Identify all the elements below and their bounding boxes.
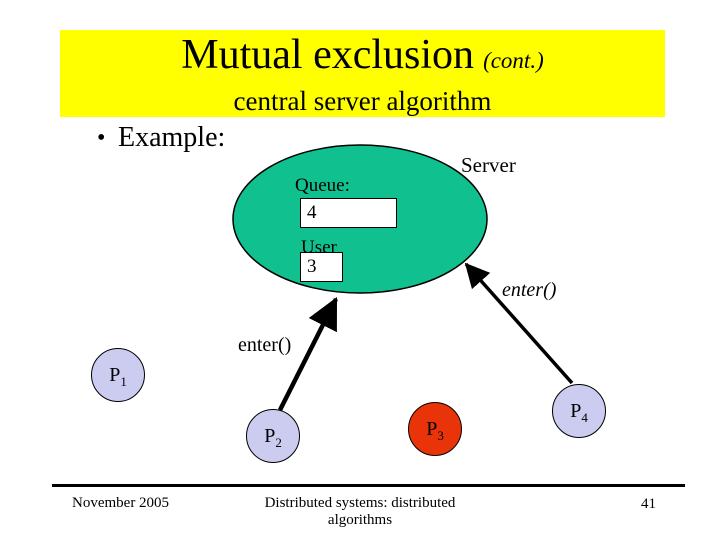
example-bullet-label: Example:	[118, 122, 226, 153]
slide-title-main: Mutual exclusion	[181, 32, 475, 78]
user-value: 3	[307, 256, 317, 277]
enter-call-label-p2: enter()	[238, 334, 292, 356]
process-p3-label: P3	[426, 417, 444, 443]
enter-arrow-from-p2	[277, 296, 339, 412]
page-number: 41	[641, 496, 656, 512]
slide-subtitle: central server algorithm	[233, 86, 492, 116]
enter-call-label-p4: enter()	[502, 279, 557, 301]
queue-label: Queue:	[295, 175, 350, 196]
footer-course-line2: algorithms	[327, 512, 393, 528]
slide-title-cont: (cont.)	[483, 48, 544, 73]
title-banner: Mutual exclusion (cont.) central server a…	[60, 30, 665, 117]
process-p3: P3	[408, 402, 462, 456]
footer-date: November 2005	[72, 495, 170, 511]
queue-value: 4	[307, 202, 317, 223]
enter-arrow-from-p4	[464, 262, 574, 385]
footer-course-line1: Distributed systems: distributed	[264, 495, 456, 511]
queue-value-box: 4	[300, 198, 397, 228]
footer-divider	[52, 484, 685, 487]
footer-course-title: Distributed systems: distributed algorit…	[240, 495, 480, 529]
process-p2: P2	[246, 409, 300, 463]
bullet-icon: •	[97, 125, 106, 151]
process-p4: P4	[552, 384, 606, 438]
example-bullet: • Example:	[97, 122, 225, 154]
process-p2-label: P2	[264, 424, 282, 450]
server-label: Server	[461, 153, 516, 177]
user-value-box: 3	[300, 252, 343, 282]
process-p1: P1	[91, 348, 145, 402]
process-p1-label: P1	[109, 363, 127, 389]
slide-title: Mutual exclusion (cont.)	[60, 31, 665, 85]
process-p4-label: P4	[570, 399, 588, 425]
